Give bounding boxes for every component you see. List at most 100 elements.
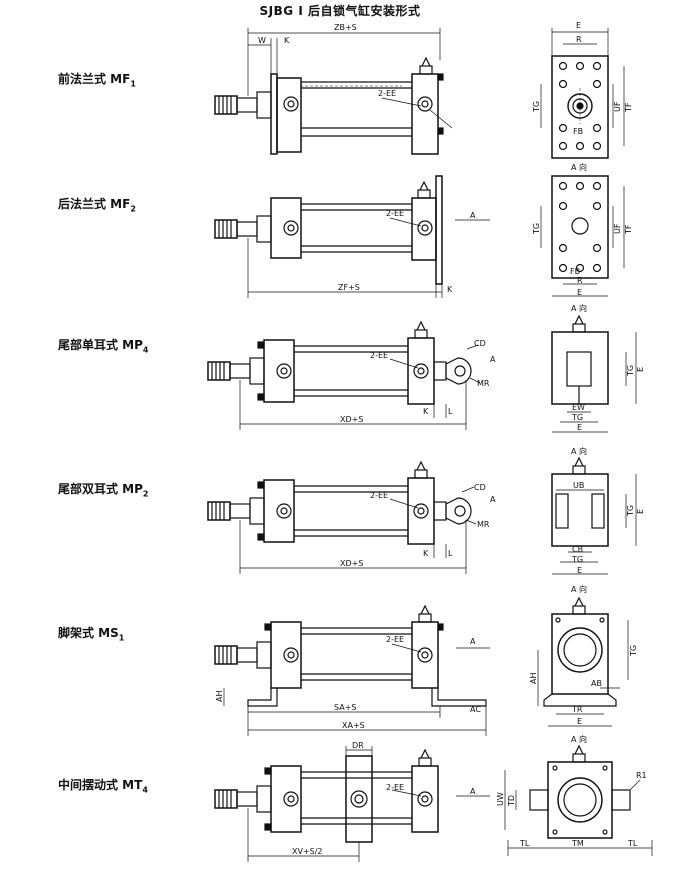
- dim-tg4: TG: [626, 505, 635, 517]
- dim-xd3: XD+S: [340, 415, 363, 424]
- label-a-view2: A 向: [571, 162, 587, 172]
- end-view-mt4: [529, 744, 631, 839]
- row-label-subscript: 1: [118, 633, 125, 643]
- cylinder-side-view-mp4: [207, 320, 472, 405]
- page-title: SJBG Ⅰ 后自锁气缸安装形式: [259, 4, 421, 18]
- dim-port-ee5: 2-EE: [386, 635, 404, 644]
- dim-ac5: AC: [470, 705, 481, 714]
- cylinder-side-view-mp2: [207, 460, 472, 545]
- dim-xa5: XA+S: [342, 721, 365, 730]
- row-label-text: 脚架式 MS: [58, 626, 119, 640]
- dim-xd4: XD+S: [340, 559, 363, 568]
- row-label-subscript: 4: [142, 785, 148, 795]
- dim-e3: E: [636, 367, 645, 372]
- dimensions-mf2: [247, 217, 490, 298]
- dim-cb4: CB: [572, 545, 583, 554]
- end-view-dims-mp2: [552, 474, 637, 575]
- dim-port-ee: 2-EE: [378, 89, 396, 98]
- end-view-dims-mp4: [552, 332, 637, 433]
- dimensions-mt4: [247, 746, 490, 862]
- dim-ub4: UB: [573, 481, 584, 490]
- dim-ah5-side: AH: [215, 691, 224, 703]
- end-view-dims-ms1: [537, 620, 629, 727]
- label-a3: A: [490, 355, 496, 364]
- dim-tf2: TF: [624, 224, 633, 235]
- row-label-subscript: 4: [142, 345, 149, 355]
- dim-xv6: XV+S/2: [292, 847, 323, 856]
- end-view-dims-mf1: [540, 28, 625, 146]
- end-view-mp4: [551, 314, 609, 405]
- dim-k2: K: [447, 285, 453, 294]
- row-label-text: 中间摆动式 MT: [58, 778, 143, 792]
- dim-k4: K: [423, 549, 429, 558]
- dimensions-mp4: [239, 344, 481, 430]
- dim-zb: ZB+S: [334, 23, 357, 32]
- dim-mr4: MR: [477, 520, 490, 529]
- dim-uf2: UF: [613, 223, 622, 234]
- dim-port-ee2: 2-EE: [386, 209, 404, 218]
- row-label-text: 后法兰式 MF: [58, 197, 131, 211]
- dim-e4: E: [636, 509, 645, 514]
- cylinder-side-view-mt4: [214, 748, 439, 843]
- cylinder-side-view-mf1: [214, 56, 444, 155]
- dim-port-ee3: 2-EE: [370, 351, 388, 360]
- dim-r1-6: R1: [636, 771, 647, 780]
- dim-e: E: [576, 21, 581, 30]
- dim-mr3: MR: [477, 379, 490, 388]
- dim-l3: L: [448, 407, 453, 416]
- dim-uf: UF: [613, 101, 622, 112]
- dim-tm6: TM: [571, 839, 584, 848]
- row-label-text: 尾部单耳式 MP: [58, 338, 143, 352]
- dimensions-mp2: [239, 486, 477, 574]
- row-label-subscript: 2: [142, 489, 149, 499]
- dim-e4b: E: [577, 566, 582, 575]
- label-a-view6: A 向: [571, 734, 587, 744]
- row-label-mf1: 前法兰式 MF1: [58, 70, 136, 88]
- dim-k3: K: [423, 407, 429, 416]
- end-view-mf1: [551, 55, 609, 159]
- row-label-mf2: 后法兰式 MF2: [58, 195, 136, 213]
- dim-tl6b: TL: [627, 839, 638, 848]
- dim-tg3: TG: [626, 365, 635, 377]
- dim-tl6a: TL: [519, 839, 530, 848]
- dim-cd4: CD: [474, 483, 486, 492]
- row-label-ms1: 脚架式 MS1: [58, 624, 124, 642]
- dim-e2: E: [577, 288, 582, 297]
- dim-tg4b: TG: [571, 555, 583, 564]
- dim-tg: TG: [532, 101, 541, 113]
- label-a6: A: [470, 787, 476, 796]
- dim-e5: E: [577, 717, 582, 726]
- dim-w: W: [258, 36, 266, 45]
- dim-tg2: TG: [532, 223, 541, 235]
- end-view-dims-mf2: [540, 186, 625, 297]
- label-a-view3: A 向: [571, 303, 587, 313]
- dim-cd3: CD: [474, 339, 486, 348]
- row-label-mp2: 尾部双耳式 MP2: [58, 480, 149, 498]
- row-label-text: 尾部双耳式 MP: [58, 482, 143, 496]
- dim-zf: ZF+S: [338, 283, 360, 292]
- dim-l4: L: [448, 549, 453, 558]
- dim-ab5: AB: [591, 679, 602, 688]
- dim-tf: TF: [624, 102, 633, 113]
- row-label-subscript: 2: [130, 204, 136, 214]
- dim-port-ee4: 2-EE: [370, 491, 388, 500]
- dim-tg3b: TG: [571, 413, 583, 422]
- dim-ew3: EW: [572, 403, 585, 412]
- dim-r: R: [576, 35, 582, 44]
- dim-uw6: UW: [496, 792, 505, 806]
- cylinder-side-view-ms1: [214, 604, 487, 707]
- label-a5: A: [470, 637, 476, 646]
- label-a-view4: A 向: [571, 446, 587, 456]
- label-a2: A: [470, 211, 476, 220]
- dimensions-ms1: [223, 643, 490, 736]
- label-a-view5: A 向: [571, 584, 587, 594]
- dimensions-mf1: [247, 28, 453, 129]
- dim-fb2: FB: [570, 267, 580, 276]
- row-label-mp4: 尾部单耳式 MP4: [58, 336, 149, 354]
- dim-e3b: E: [577, 423, 582, 432]
- dim-dr6: DR: [352, 741, 364, 750]
- row-label-mt4: 中间摆动式 MT4: [58, 776, 148, 794]
- dim-sa5: SA+S: [334, 703, 356, 712]
- dim-k: K: [284, 36, 290, 45]
